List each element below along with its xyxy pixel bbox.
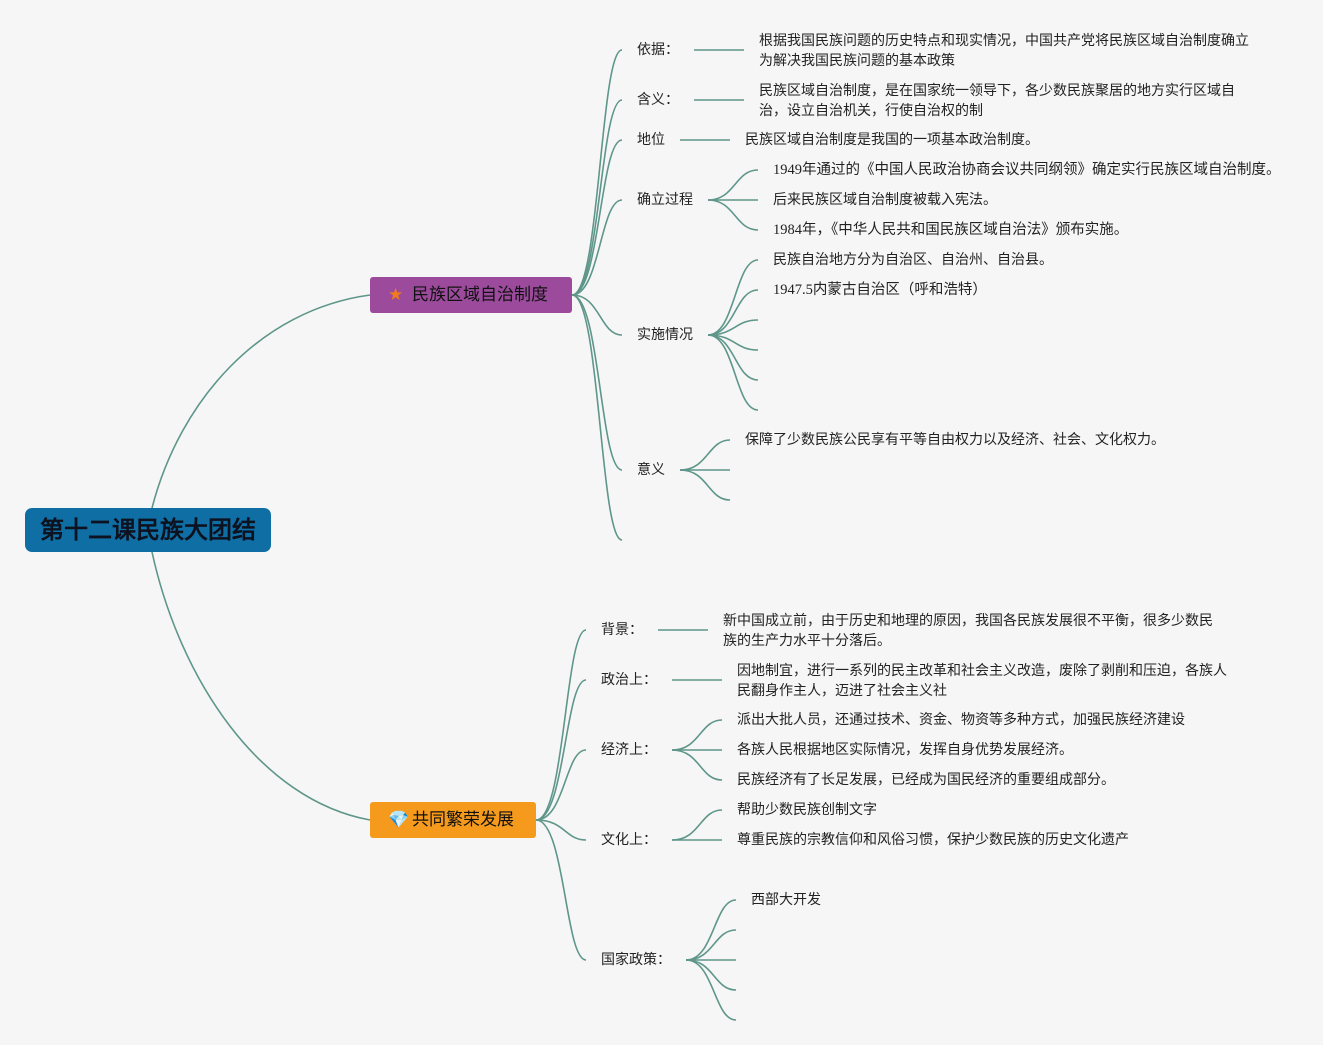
topic-label: 民族区域自治制度 <box>412 285 548 305</box>
subtopic-cultural[interactable]: 文化上： <box>601 832 657 848</box>
subtopic-meaning[interactable]: 含义： <box>637 92 679 108</box>
subtopic-economic[interactable]: 经济上： <box>601 742 657 758</box>
leaf-significance[interactable]: 保障了少数民族公民享有平等自由权力以及经济、社会、文化权力。 <box>745 432 1165 448</box>
leaf-background[interactable]: 新中国成立前，由于历史和地理的原因，我国各民族发展很不平衡，很多少数民族的生产力… <box>723 613 1213 649</box>
leaf-cultural-heritage[interactable]: 尊重民族的宗教信仰和风俗习惯，保护少数民族的历史文化遗产 <box>737 832 1129 848</box>
topic-label: 共同繁荣发展 <box>412 810 514 830</box>
star-icon: ★ <box>388 285 404 305</box>
leaf-economic-personnel[interactable]: 派出大批人员，还通过技术、资金、物资等多种方式，加强民族经济建设 <box>737 712 1185 728</box>
leaf-political[interactable]: 因地制宜，进行一系列的民主改革和社会主义改造，废除了剥削和压迫，各族人民翻身作主… <box>737 663 1227 699</box>
subtopic-background[interactable]: 背景： <box>601 622 643 638</box>
leaf-establish-constitution[interactable]: 后来民族区域自治制度被载入宪法。 <box>773 192 997 208</box>
topic-autonomy-system[interactable]: ★ 民族区域自治制度 <box>370 277 572 313</box>
subtopic-implementation[interactable]: 实施情况 <box>637 327 693 343</box>
link-root-topic2 <box>151 551 371 821</box>
leaf-establish-1949[interactable]: 1949年通过的《中国人民政治协商会议共同纲领》确定实行民族区域自治制度。 <box>773 162 1281 178</box>
link-root-topic1 <box>151 294 371 509</box>
leaf-meaning[interactable]: 民族区域自治制度，是在国家统一领导下，各少数民族聚居的地方实行区域自治，设立自治… <box>759 83 1235 119</box>
subtopic-establishment[interactable]: 确立过程 <box>637 192 693 208</box>
subtopic-status[interactable]: 地位 <box>637 132 665 148</box>
subtopic-national-policy[interactable]: 国家政策： <box>601 952 671 968</box>
subtopic-basis[interactable]: 依据： <box>637 42 679 58</box>
root-topic[interactable]: 第十二课民族大团结 <box>25 508 271 552</box>
leaf-basis[interactable]: 根据我国民族问题的历史特点和现实情况，中国共产党将民族区域自治制度确立为解决我国… <box>759 33 1249 69</box>
subtopic-political[interactable]: 政治上： <box>601 672 657 688</box>
leaf-western-development[interactable]: 西部大开发 <box>751 892 821 908</box>
subtopic-significance[interactable]: 意义 <box>637 462 665 478</box>
leaf-economic-advantage[interactable]: 各族人民根据地区实际情况，发挥自身优势发展经济。 <box>737 742 1073 758</box>
leaf-economic-progress[interactable]: 民族经济有了长足发展，已经成为国民经济的重要组成部分。 <box>737 772 1115 788</box>
leaf-implementation-levels[interactable]: 民族自治地方分为自治区、自治州、自治县。 <box>773 252 1053 268</box>
leaf-implementation-inner-mongolia[interactable]: 1947.5内蒙古自治区（呼和浩特） <box>773 282 987 298</box>
leaf-status[interactable]: 民族区域自治制度是我国的一项基本政治制度。 <box>745 132 1039 148</box>
leaf-cultural-writing[interactable]: 帮助少数民族创制文字 <box>737 802 877 818</box>
diamond-icon: 💎 <box>388 810 410 830</box>
leaf-establish-1984[interactable]: 1984年，《中华人民共和国民族区域自治法》颁布实施。 <box>773 222 1129 238</box>
topic-common-prosperity[interactable]: 💎 共同繁荣发展 <box>370 802 536 838</box>
